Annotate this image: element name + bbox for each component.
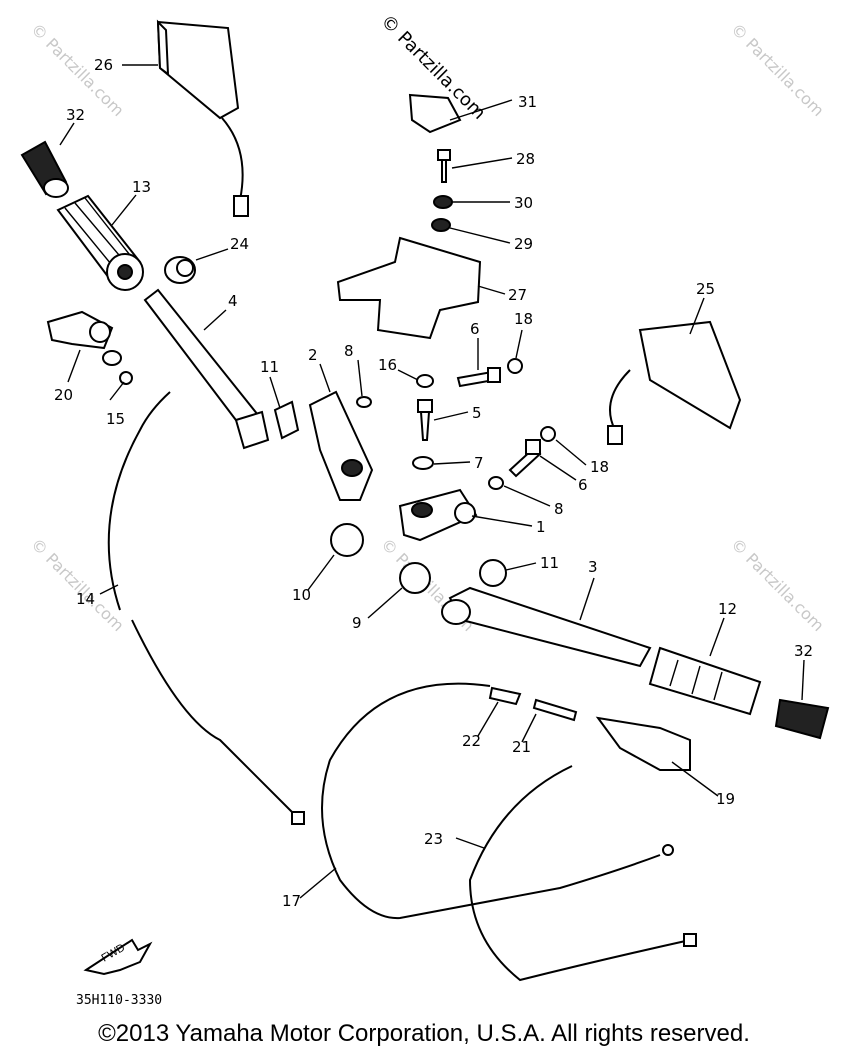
- callout-3: 3: [588, 558, 598, 576]
- grip-end-left-part[interactable]: [20, 140, 69, 198]
- washer-7-part[interactable]: [412, 456, 434, 470]
- bolt-6-lower-part[interactable]: [508, 439, 542, 478]
- holder-cover-part[interactable]: [336, 236, 482, 340]
- grip-right-part[interactable]: [648, 646, 762, 716]
- callout-7: 7: [474, 454, 484, 472]
- washer-left-part[interactable]: [356, 396, 372, 408]
- damper-10-part[interactable]: [330, 523, 364, 557]
- callout-32-right: 32: [794, 642, 813, 660]
- callout-numbers: 26 32 13 24 4 20 15 11 2 8 16 6 18 31 28…: [54, 56, 813, 910]
- copyright-footer: ©2013 Yamaha Motor Corporation, U.S.A. A…: [98, 1020, 750, 1047]
- washer-8-lower-part[interactable]: [488, 476, 504, 490]
- callout-1: 1: [536, 518, 546, 536]
- part-31-plate[interactable]: [408, 93, 462, 134]
- mirror-right-part[interactable]: [607, 320, 742, 445]
- throttle-cable-23[interactable]: [468, 765, 697, 982]
- grip-end-right-part[interactable]: [774, 698, 830, 740]
- callout-6-upper: 6: [470, 320, 480, 338]
- clutch-holder-part[interactable]: [46, 310, 122, 366]
- nut-18-upper-part[interactable]: [507, 358, 523, 374]
- callout-10: 10: [292, 586, 311, 604]
- nut-16-part[interactable]: [416, 374, 434, 388]
- grip-left-part[interactable]: [56, 194, 144, 291]
- callout-28: 28: [516, 150, 535, 168]
- callout-14: 14: [76, 590, 95, 608]
- callout-5: 5: [472, 404, 482, 422]
- callout-12: 12: [718, 600, 737, 618]
- throttle-cable-17[interactable]: [321, 682, 674, 920]
- washer-30-part[interactable]: [433, 195, 453, 209]
- callout-13: 13: [132, 178, 151, 196]
- callout-25: 25: [696, 280, 715, 298]
- nut-21-part[interactable]: [532, 698, 578, 722]
- throttle-housing-part[interactable]: [595, 716, 691, 771]
- holder-right-part[interactable]: [398, 488, 478, 542]
- callout-17: 17: [282, 892, 301, 910]
- callout-11-upper: 11: [260, 358, 279, 376]
- callout-4: 4: [228, 292, 238, 310]
- clip-part[interactable]: [119, 371, 133, 385]
- screw-28-part[interactable]: [437, 149, 451, 183]
- callout-16: 16: [378, 356, 397, 374]
- callout-20: 20: [54, 386, 73, 404]
- handlebar-left-part[interactable]: [143, 288, 270, 450]
- bolt-6-upper-part[interactable]: [456, 367, 501, 388]
- callout-27: 27: [508, 286, 527, 304]
- callout-18-upper: 18: [514, 310, 533, 328]
- callout-15: 15: [106, 410, 125, 428]
- callout-19: 19: [716, 790, 735, 808]
- mirror-left-part[interactable]: [156, 19, 249, 217]
- damper-9-part[interactable]: [399, 562, 431, 594]
- callout-26: 26: [94, 56, 113, 74]
- diagram-code: 35H110-3330: [76, 993, 162, 1008]
- callout-32-left: 32: [66, 106, 85, 124]
- callout-23: 23: [424, 830, 443, 848]
- callout-8-upper: 8: [344, 342, 354, 360]
- callout-24: 24: [230, 235, 249, 253]
- callout-18-lower: 18: [590, 458, 609, 476]
- callout-22: 22: [462, 732, 481, 750]
- adjuster-22-part[interactable]: [488, 686, 522, 706]
- callout-11-lower: 11: [540, 554, 559, 572]
- clamp-cap-left-part[interactable]: [273, 400, 300, 440]
- callout-8-lower: 8: [554, 500, 564, 518]
- damper-29-part[interactable]: [431, 218, 451, 232]
- nut-18-lower-part[interactable]: [540, 426, 556, 442]
- callout-31: 31: [518, 93, 537, 111]
- callout-6-lower: 6: [578, 476, 588, 494]
- handlebar-right-part[interactable]: [441, 586, 652, 668]
- watermark-top-right: © Partzilla.com: [727, 19, 828, 120]
- callout-9: 9: [352, 614, 362, 632]
- holder-left-part[interactable]: [308, 390, 374, 501]
- bolt-5-part[interactable]: [417, 399, 433, 441]
- callout-30: 30: [514, 194, 533, 212]
- collar-part[interactable]: [164, 256, 196, 284]
- callout-2: 2: [308, 346, 318, 364]
- watermark-mid-right: © Partzilla.com: [727, 534, 828, 635]
- callout-29: 29: [514, 235, 533, 253]
- callout-21: 21: [512, 738, 531, 756]
- clutch-cable-14[interactable]: [107, 391, 305, 825]
- fwd-arrow-icon: FWD: [83, 938, 153, 976]
- clamp-cap-right-part[interactable]: [479, 559, 507, 587]
- leader-lines: [59, 64, 805, 899]
